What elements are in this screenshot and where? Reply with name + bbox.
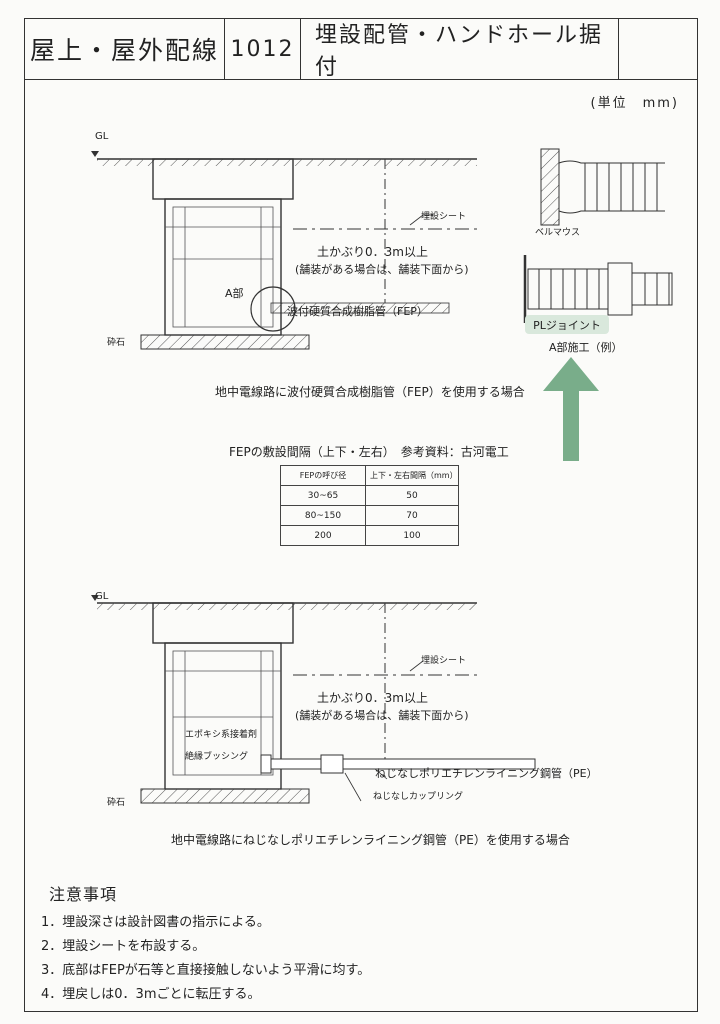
fig1-gravel-label: 砕石 — [107, 338, 126, 348]
fig2-caption: 地中電線路にねじなしポリエチレンライニング鋼管（PE）を使用する場合 — [171, 833, 570, 847]
fep-table-heading: FEPの敷設間隔（上下・左右） 参考資料：古河電工 — [229, 445, 509, 459]
drawing-sheet: 屋上・屋外配線 1012 埋設配管・ハンドホール据付 (単位 mm) — [24, 18, 698, 1012]
title-number: 1012 — [225, 19, 301, 79]
table-cell: 30~65 — [280, 485, 366, 506]
title-blank-cell — [619, 19, 697, 79]
fig2-cover-line1: 土かぶり0．3m以上 — [317, 691, 428, 705]
fig1-pipe-label: 波付硬質合成樹脂管（FEP） — [287, 305, 428, 318]
unit-note: (単位 mm) — [590, 96, 679, 111]
fep-spacing-table: FEPの呼び径 上下・左右間隔（mm） 30~65 50 80~150 70 2… — [280, 465, 459, 546]
table-header-row: FEPの呼び径 上下・左右間隔（mm） — [280, 465, 459, 486]
title-subject: 埋設配管・ハンドホール据付 — [301, 19, 619, 80]
table-row: 200 100 — [280, 525, 459, 546]
note-item: 3．底部はFEPが石等と直接接触しないよう平滑に均す。 — [41, 963, 371, 978]
table-cell: 50 — [365, 485, 459, 506]
table-row: 30~65 50 — [280, 485, 459, 506]
arrow-up-icon — [543, 357, 599, 461]
note-item: 4．埋戻しは0．3mごとに転圧する。 — [41, 987, 261, 1002]
fig2-epoxy-label: エポキシ系接着剤 — [185, 730, 258, 740]
figure1-drawing — [91, 148, 673, 350]
table-cell: 70 — [365, 505, 459, 526]
table-row: 80~150 70 — [280, 505, 459, 526]
title-category: 屋上・屋外配線 — [25, 19, 225, 79]
fig2-pipe-label: ねじなしポリエチレンライニング鋼管（PE） — [375, 767, 598, 780]
fig1-caption: 地中電線路に波付硬質合成樹脂管（FEP）を使用する場合 — [215, 385, 525, 399]
pl-joint-badge: PLジョイント — [525, 315, 609, 334]
notes-title: 注意事項 — [49, 885, 118, 904]
fig2-cover-line2: (舗装がある場合は、舗装下面から) — [295, 709, 469, 722]
fig2-gravel-label: 砕石 — [107, 798, 126, 808]
table-header-cell: 上下・左右間隔（mm） — [365, 465, 459, 486]
note-item: 1．埋設深さは設計図書の指示による。 — [41, 915, 270, 930]
table-cell: 100 — [365, 525, 459, 546]
fig2-bushing-label: 絶縁ブッシング — [185, 752, 249, 762]
detail-caption: A部施工（例） — [549, 341, 623, 354]
note-item: 2．埋設シートを布設する。 — [41, 939, 206, 954]
figure2-drawing — [91, 595, 536, 804]
fig1-cover-line2: (舗装がある場合は、舗装下面から) — [295, 263, 469, 276]
fig1-sheet-label: 埋設シート — [421, 212, 467, 222]
bellmouth-label: ベルマウス — [535, 228, 581, 238]
fig2-sheet-label: 埋設シート — [421, 656, 467, 666]
fig1-cover-line1: 土かぶり0．3m以上 — [317, 245, 428, 259]
table-cell: 200 — [280, 525, 366, 546]
table-cell: 80~150 — [280, 505, 366, 526]
fig2-gl-label: GL — [95, 591, 109, 602]
fig1-detail-label: A部 — [225, 287, 244, 300]
fig1-gl-label: GL — [95, 131, 109, 142]
table-header-cell: FEPの呼び径 — [280, 465, 366, 486]
fig2-coupling-label: ねじなしカップリング — [373, 792, 464, 802]
title-bar: 屋上・屋外配線 1012 埋設配管・ハンドホール据付 — [25, 19, 697, 80]
